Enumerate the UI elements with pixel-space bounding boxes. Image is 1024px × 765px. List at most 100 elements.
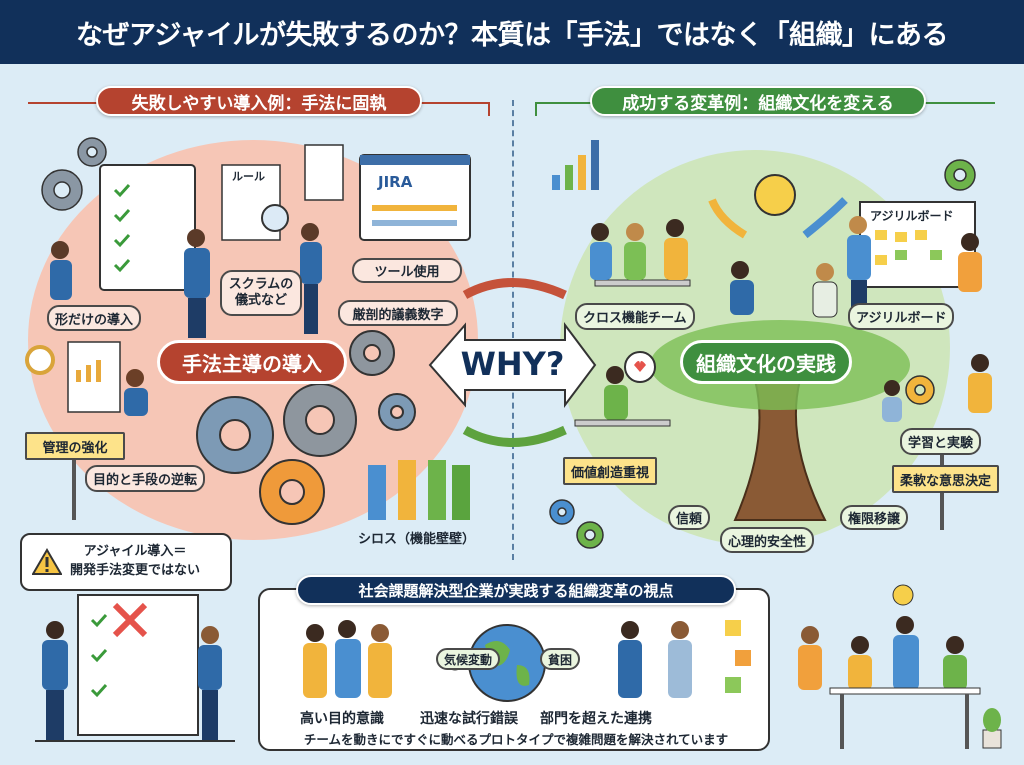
gear-icon [576,521,604,549]
right-header-line-end [535,102,537,116]
why-arrow-shape [428,322,597,408]
arrow-icon [462,425,567,447]
person-icon [198,626,222,740]
gear-icon [41,169,83,211]
person-icon [958,233,982,292]
desk [574,419,671,427]
check-icon [90,613,108,698]
arrow-icon [708,198,748,239]
success-illustration [549,140,992,549]
why-text: WHY? [460,345,565,383]
label-psychological-safety: 心理的安全性 [720,527,815,553]
bar-chart-icon [552,140,599,190]
gear-icon [378,393,416,431]
lightbulb-icon [754,174,796,216]
gear-icon [283,383,357,457]
clipboard-icon [99,164,196,291]
person-icon [968,354,992,413]
gear-icon [944,159,976,191]
jira-window [359,154,471,241]
person-icon [50,241,72,300]
signpost [72,450,76,520]
gear-icon [196,396,274,474]
warning-line1: アジャイル導入＝ [83,544,187,560]
gear-icon [259,459,325,525]
perspective-caption: チームを動きにですぐに動べるプロトタイプで複雑問題を解決されています [303,732,729,747]
sticky-notes [875,230,942,265]
award-clock-icon [25,345,55,375]
rule-document-title: ルール [232,170,265,183]
why-arrows [428,278,597,447]
checklist-illustration [35,594,235,742]
person-icon [893,616,919,690]
gear-icon [549,499,575,525]
person-icon [848,636,872,690]
person-icon [590,223,612,280]
person-icon [124,369,148,416]
label-agile-board: アジリルボード [848,303,955,330]
agile-board [859,201,976,288]
label-text: スクラムの儀式など [228,277,294,308]
right-section-title: 成功する変革例：組織文化を変える [590,86,926,116]
label-trust: 信頼 [668,505,711,530]
lightbulb-icon [892,584,914,606]
arrow-icon [802,197,848,239]
method-driven-label: 手法主導の導入 [157,340,347,384]
label-strict-metrics: 厳剖的議義数字 [338,300,458,326]
label-formal-only: 形だけの導入 [47,305,142,331]
person-icon [42,621,68,740]
person-icon [624,223,646,280]
warning-icon [32,548,62,575]
tree-trunk [733,379,827,521]
clipboard-icon [304,144,344,201]
meeting-table [829,687,981,695]
label-management: 管理の強化 [25,432,125,460]
label-means-ends-reversal: 目的と手段の逆転 [85,465,206,492]
gear-icon [905,375,935,405]
person-icon [943,636,967,690]
label-cross-functional-team: クロス機能チーム [575,303,695,330]
page-title: なぜアジャイルが失敗するのか？本質は「手法」ではなく「組織」にある [0,0,1024,64]
perspective-title: 社会課題解決型企業が実践する組織変革の視点 [296,575,736,605]
table [594,279,691,287]
report-document [67,341,121,413]
person-icon [812,263,838,318]
person-icon [798,626,822,690]
cross-icon [112,602,148,638]
agile-board-title: アジリルボード [870,209,954,223]
sticky-notes [725,620,751,693]
tag-climate-change: 気候変動 [436,648,501,670]
person-icon [664,219,688,280]
handshake-people-icon [618,621,692,698]
left-section-title: 失敗しやすい導入例：手法に固執 [96,86,422,116]
person-icon [300,223,322,334]
person-icon [604,366,628,420]
label-delegation: 権限移譲 [840,505,909,530]
perspective-illustrations [303,620,751,702]
failure-illustration [25,137,471,525]
magnifier-icon [261,204,289,232]
label-learning-experiment: 学習と実験 [900,428,982,455]
gear-icon [349,330,395,376]
silo-people-icon [368,460,470,520]
person-icon [184,229,210,338]
org-culture-label: 組織文化の実践 [680,340,852,384]
perspective-item-trial-error: 迅速な試行錯誤 [420,711,518,727]
perspective-item-collaboration: 部門を超えた連携 [540,711,652,727]
perspective-item-purpose: 高い目的意識 [300,711,384,727]
label-silos: シロス（機能壁壁） [358,532,476,547]
label-tool-usage: ツール使用 [352,258,462,283]
check-icon [113,183,131,273]
label-flexible-decision: 柔軟な意思決定 [892,465,1000,493]
label-scrum-rituals: スクラムの儀式など [220,270,302,316]
warning-line2: 開発手法変更ではない [70,563,201,578]
divider [512,100,514,560]
jira-logo: JIRA [378,173,413,191]
label-value-creation: 価値創造重視 [563,457,658,485]
team-meeting-illustration [798,584,1002,749]
plant-icon [982,708,1002,749]
team-people-icon [303,620,392,698]
left-header-line-end [488,102,490,116]
arrow-icon [462,278,567,300]
tag-poverty: 貧困 [540,648,581,670]
